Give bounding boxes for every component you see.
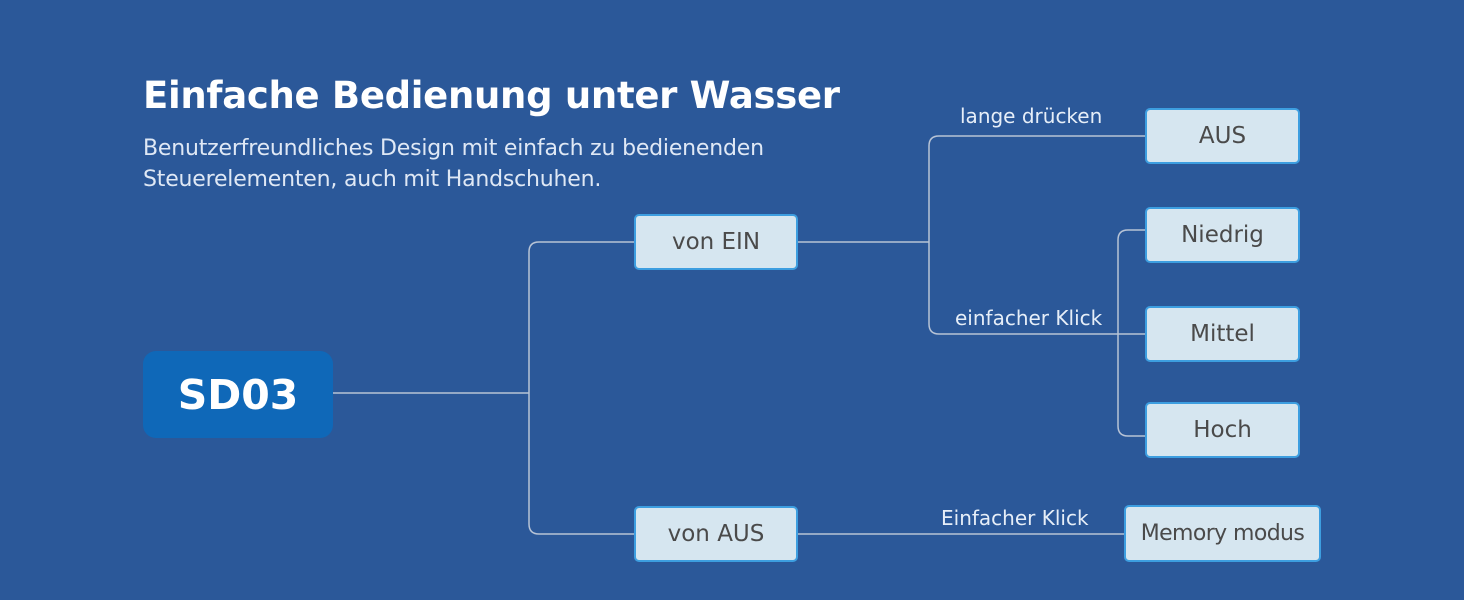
connector-branch-off: [528, 393, 634, 535]
node-hoch: Hoch: [1145, 402, 1300, 458]
node-aus: AUS: [1145, 108, 1300, 164]
node-mittel: Mittel: [1145, 306, 1300, 362]
connector-branch-on: [528, 241, 634, 393]
node-niedrig: Niedrig: [1145, 207, 1300, 263]
node-von-aus: von AUS: [634, 506, 798, 562]
edge-label-long-press: lange drücken: [960, 104, 1103, 128]
edge-label-single-click: einfacher Klick: [955, 306, 1103, 330]
node-memory-modus: Memory modus: [1124, 505, 1321, 562]
connector-single-click: [928, 242, 1146, 335]
connector-level-niedrig: [1117, 229, 1146, 437]
page-title: Einfache Bedienung unter Wasser: [143, 74, 840, 117]
connector-long-press: [928, 135, 1146, 242]
page-subtitle: Benutzerfreundliches Design mit einfach …: [143, 136, 764, 192]
root-node: SD03: [143, 351, 333, 438]
edge-label-single-click-off: Einfacher Klick: [941, 506, 1089, 530]
node-von-ein: von EIN: [634, 214, 798, 270]
